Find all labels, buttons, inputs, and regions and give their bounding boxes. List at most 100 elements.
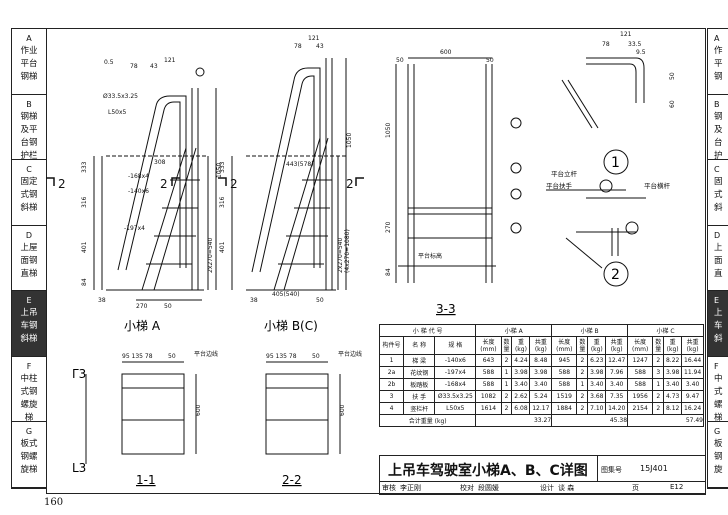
label-sec-22: 2-2: [282, 473, 302, 487]
tab-label: 上吊 车钢 斜梯: [20, 308, 38, 344]
tab-letter: F: [26, 361, 32, 371]
tab-label: 固 式 斜: [714, 177, 723, 213]
tab-label: 固定 式钢 斜梯: [20, 177, 38, 213]
tab-letter: D: [25, 230, 33, 240]
cell-value: 7.35: [605, 390, 629, 403]
svg-text:38: 38: [98, 297, 106, 304]
cell-value: 2154: [627, 402, 654, 415]
cell-value: 2: [576, 402, 589, 415]
ladder-bc-elevation: [231, 58, 347, 291]
cell-no: 3: [378, 390, 405, 403]
svg-text:50: 50: [164, 303, 172, 310]
svg-text:84: 84: [385, 268, 392, 276]
svg-text:121: 121: [620, 31, 632, 38]
cell-name: 扶 手: [403, 390, 436, 403]
right-tab-c[interactable]: C 固 式 斜: [708, 160, 728, 226]
col-header: 数 量: [500, 336, 513, 355]
cell-value: 3.40: [587, 378, 607, 391]
svg-text:84: 84: [81, 278, 88, 286]
section-3-3: [395, 57, 522, 283]
cell-value: 2.62: [511, 390, 531, 403]
detail-platform: [546, 179, 646, 269]
col-header: 规 格: [434, 336, 477, 355]
cell-value: 3.68: [587, 390, 607, 403]
cell-spec: L50x5: [434, 402, 477, 415]
svg-text:-168x4: -168x4: [128, 173, 149, 180]
cell-spec: -140x6: [434, 354, 477, 367]
svg-text:308: 308: [154, 159, 166, 166]
ladder-a-elevation: [93, 67, 217, 301]
cell-value: 6.23: [587, 354, 607, 367]
svg-text:50: 50: [396, 57, 404, 64]
cell-value: 1614: [475, 402, 502, 415]
title-block: 上吊车驾驶室小梯A、B、C详图 图集号 15J401: [379, 455, 706, 482]
svg-text:平台标高: 平台标高: [418, 252, 442, 260]
col-header: 名 称: [403, 336, 436, 355]
svg-text:270: 270: [136, 303, 148, 310]
svg-text:121: 121: [164, 57, 176, 64]
svg-text:50: 50: [168, 353, 176, 360]
col-header: 长度 (mm): [627, 336, 654, 355]
svg-text:121: 121: [308, 35, 320, 42]
cell-value: 588: [627, 378, 654, 391]
cell-value: 7.10: [587, 402, 607, 415]
tab-letter: G: [25, 427, 33, 436]
svg-text:(4x270=1080): (4x270=1080): [344, 229, 351, 273]
tab-label: 中柱 式钢 螺旋 梯: [20, 373, 38, 423]
cell-value: 1884: [551, 402, 578, 415]
svg-text:401: 401: [81, 241, 88, 253]
detail-top: [561, 57, 645, 129]
cell-value: 3: [652, 366, 665, 379]
cell-value: 9.47: [681, 390, 704, 403]
cell-value: 2: [500, 402, 513, 415]
cell-value: 2: [576, 366, 589, 379]
cell-name: 花纹钢: [403, 366, 436, 379]
svg-text:平台边线: 平台边线: [338, 350, 362, 358]
cell-value: 16.24: [681, 402, 704, 415]
svg-text:平台立杆: 平台立杆: [551, 169, 578, 178]
svg-text:43: 43: [150, 63, 158, 70]
label-sec-11: 1-1: [136, 473, 156, 487]
svg-text:60: 60: [669, 100, 676, 108]
svg-text:1050: 1050: [385, 123, 392, 138]
svg-text:600: 600: [195, 404, 202, 416]
svg-text:-140x6: -140x6: [128, 188, 149, 195]
col-header: 数 量: [576, 336, 589, 355]
cell-spec: -168x4: [434, 378, 477, 391]
svg-text:95 135 78: 95 135 78: [266, 353, 297, 360]
cell-value: 588: [551, 378, 578, 391]
svg-text:270: 270: [385, 221, 392, 233]
tab-label: 作业 平台 钢梯: [20, 46, 38, 82]
tab-letter: B: [714, 99, 720, 109]
tab-letter: C: [714, 165, 720, 174]
cell-value: 3.40: [681, 378, 704, 391]
tab-letter: D: [714, 230, 721, 240]
cell-value: 1: [576, 378, 589, 391]
svg-text:316: 316: [81, 196, 88, 208]
svg-text:600: 600: [440, 49, 452, 56]
left-tab-f[interactable]: F 中柱 式钢 螺旋 梯: [12, 357, 46, 423]
cell-value: 1082: [475, 390, 502, 403]
col-header: 构件号: [378, 336, 405, 355]
cell-value: 3.40: [663, 378, 683, 391]
tab-label: 中 式 螺 梯: [714, 373, 723, 423]
cell-name: 梯 梁: [403, 354, 436, 367]
page-number: 160: [44, 497, 64, 508]
cell-value: 1519: [551, 390, 578, 403]
